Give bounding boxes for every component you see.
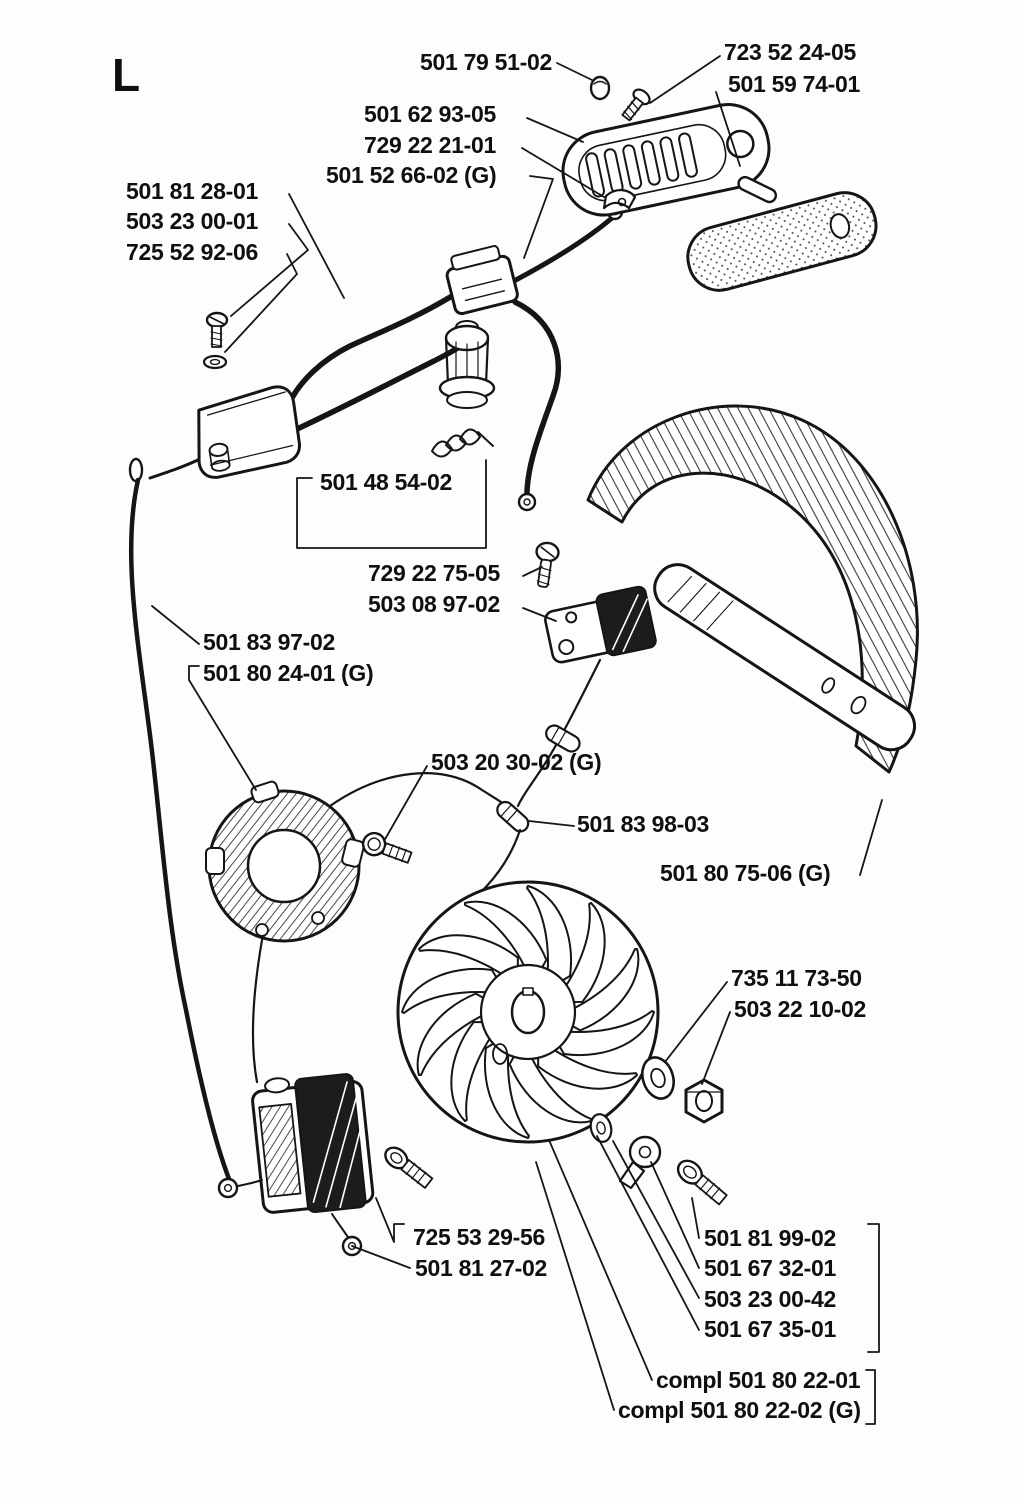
stator-wire: [328, 772, 515, 813]
part-label-729-22-75-05: 729 22 75-05: [368, 560, 500, 586]
leader-lines: [151, 55, 883, 1425]
part-label-503-22-10-02: 503 22 10-02: [734, 996, 866, 1022]
handle-bar-drawing: [653, 563, 917, 752]
part-label-501-83-97-02: 501 83 97-02: [203, 629, 335, 655]
stator-screw-drawing: [361, 831, 413, 864]
stator-plate-drawing: [205, 780, 365, 943]
part-label-735-11-73-50: 735 11 73-50: [731, 965, 862, 991]
part-label-compl-501-80-22-01: compl 501 80 22-01: [656, 1367, 861, 1393]
module-wire: [516, 658, 602, 808]
part-label-501-80-75-06: 501 80 75-06 (G): [660, 860, 831, 886]
pawl-drawing: [618, 1135, 662, 1190]
part-label-501-67-32-01: 501 67 32-01: [704, 1255, 836, 1281]
part-label-729-22-21-01: 729 22 21-01: [364, 132, 496, 158]
section-letter: L: [112, 49, 141, 101]
switch-block-drawing: [445, 245, 519, 316]
connector-drawing: [496, 800, 530, 833]
washer-drawing: [641, 1056, 675, 1100]
ignition-module-drawing: [544, 585, 657, 664]
part-label-723-52-24-05: 723 52 24-05: [724, 39, 856, 65]
ignition-coil-lower-drawing: [217, 1073, 375, 1257]
rubber-cap-drawing: [438, 320, 496, 409]
coil-screw-drawing: [205, 311, 229, 348]
part-label-501-48-54-02: 501 48 54-02: [320, 469, 452, 495]
part-label-501-59-74-01: 501 59 74-01: [728, 71, 860, 97]
stator-wire-lower: [251, 938, 264, 1084]
part-label-501-81-99-02: 501 81 99-02: [704, 1225, 836, 1251]
part-label-501-81-28-01: 501 81 28-01: [126, 178, 258, 204]
part-label-compl-501-80-22-02: compl 501 80 22-02 (G): [618, 1397, 861, 1423]
part-label-503-08-97-02: 503 08 97-02: [368, 591, 500, 617]
part-label-725-52-92-06: 725 52 92-06: [126, 239, 258, 265]
part-label-503-23-00-01: 503 23 00-01: [126, 208, 258, 234]
nut-drawing: [684, 1078, 724, 1124]
small-washer-drawing: [589, 1113, 613, 1143]
screw-top-drawing: [621, 88, 651, 122]
module-screw-drawing: [535, 541, 560, 588]
part-label-501-81-27-02: 501 81 27-02: [415, 1255, 547, 1281]
pawl-screw-drawing: [676, 1159, 728, 1206]
ignition-lead-wire-drawing: [128, 457, 234, 1187]
starter-grille-plate-drawing: [561, 103, 771, 217]
spring-drawing: [431, 428, 494, 458]
part-label-725-53-29-56: 725 53 29-56: [413, 1224, 545, 1250]
part-label-501-80-24-01: 501 80 24-01 (G): [203, 660, 374, 686]
washer-top-left-drawing: [202, 354, 228, 370]
cover-plate-drawing: [686, 191, 878, 292]
part-label-503-23-00-42: 503 23 00-42: [704, 1286, 836, 1312]
part-label-501-83-98-03: 501 83 98-03: [577, 811, 709, 837]
ignition-coil-upper-drawing: [197, 385, 301, 479]
pin-drawing: [737, 175, 778, 204]
clip-drawing: [602, 189, 637, 210]
flywheel-drawing: [396, 880, 660, 1144]
part-label-501-52-66-02: 501 52 66-02 (G): [326, 162, 497, 188]
part-label-501-79-51-02: 501 79 51-02: [420, 49, 552, 75]
part-label-501-67-35-01: 501 67 35-01: [704, 1316, 836, 1342]
part-label-503-20-30-02: 503 20 30-02 (G): [431, 749, 602, 775]
connector-2-drawing: [545, 724, 581, 753]
coil-mount-screw-drawing: [384, 1146, 434, 1189]
grommet-drawing: [589, 75, 611, 101]
part-label-501-62-93-05: 501 62 93-05: [364, 101, 496, 127]
